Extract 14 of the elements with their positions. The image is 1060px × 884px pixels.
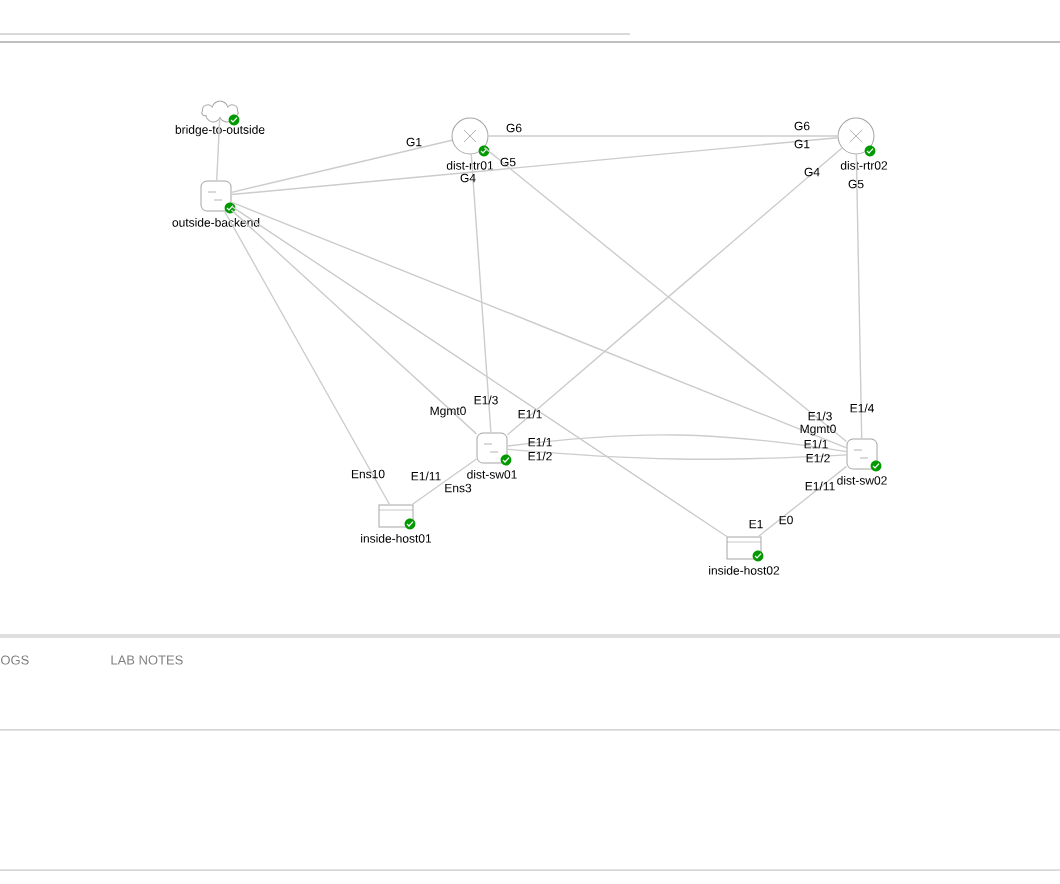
link-line xyxy=(506,434,848,453)
link-line xyxy=(757,465,848,538)
link-line xyxy=(506,448,848,460)
link-line xyxy=(230,201,848,449)
link-line xyxy=(230,209,478,435)
link-line xyxy=(470,153,492,434)
link-line xyxy=(230,205,728,538)
link-line xyxy=(230,137,839,196)
link-line xyxy=(230,139,453,194)
link-line xyxy=(216,118,221,182)
link-line xyxy=(224,210,391,506)
link-line xyxy=(411,458,478,506)
link-line xyxy=(855,153,863,440)
link-line xyxy=(487,135,839,137)
